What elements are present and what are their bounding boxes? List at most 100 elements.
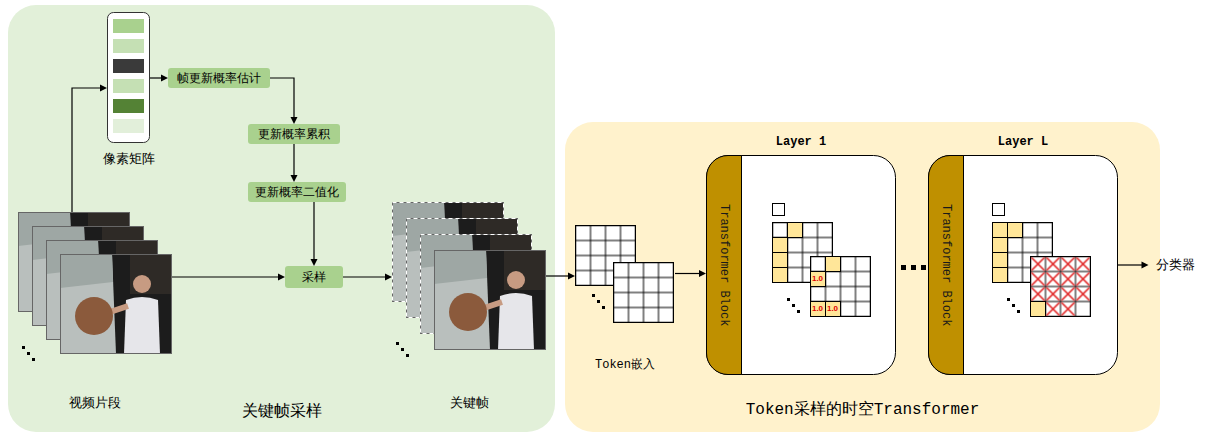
- arrow-connector: [311, 202, 318, 266]
- layer-one-figure: [707, 156, 896, 375]
- more-dot: [396, 342, 399, 345]
- pixel-matrix-border: [108, 13, 150, 143]
- pixel-matrix-figure: [108, 13, 150, 143]
- arrowhead: [1142, 262, 1149, 269]
- more-dot: [792, 304, 795, 307]
- node-label: Layer 1: [776, 135, 826, 149]
- arrowhead: [568, 273, 575, 280]
- node-label: 分类器: [1156, 257, 1195, 273]
- grid-cells: [614, 263, 674, 323]
- node-label: Transformer Block: [717, 204, 731, 326]
- transformer-panel: Token采样的时空Transformer Token嵌入 Layer 1 Trans…: [565, 122, 1160, 432]
- layer-gap-ellipsis: [901, 265, 926, 270]
- ellipsis-dot: [901, 265, 906, 270]
- kept-cell: [993, 268, 1008, 283]
- kept-cell: [993, 238, 1008, 253]
- process-box: 帧更新概率估计: [168, 68, 270, 88]
- kept-cell: [1008, 223, 1023, 238]
- node-label: 像素矩阵: [103, 151, 155, 167]
- pixel-bar: [113, 19, 144, 33]
- sampling-panel-ground: [8, 5, 555, 432]
- process-label: 帧更新概率估计: [177, 71, 261, 85]
- cell-value-box: 1.0: [811, 302, 824, 315]
- kept-cell: [811, 302, 826, 317]
- more-dot: [592, 294, 595, 297]
- kept-cell: [993, 223, 1008, 238]
- node-label: Transformer Block: [939, 204, 953, 326]
- connector-line: [270, 78, 294, 118]
- keyframe-stack: 关键帧: [392, 202, 546, 350]
- arrowhead: [291, 175, 298, 182]
- more-dot: [32, 358, 35, 361]
- pixel-bar: [113, 39, 144, 53]
- node-label: Token采样的时空Transformer: [746, 401, 980, 420]
- connector-line: [675, 273, 700, 274]
- more-dot: [597, 300, 600, 303]
- arrow-connector: [72, 85, 107, 213]
- arrow-connector: [150, 75, 168, 82]
- arrowhead: [161, 75, 168, 82]
- process-label: 更新概率累积: [258, 127, 330, 141]
- pixel-bar: [113, 79, 144, 93]
- node-label: Layer L: [998, 135, 1048, 149]
- more-dot: [602, 306, 605, 309]
- classifier-label: 分类器: [1149, 255, 1202, 275]
- kept-cell: [773, 253, 788, 268]
- token-grid: [811, 257, 871, 317]
- arrow-connector: [270, 78, 298, 124]
- more-dot: [27, 352, 30, 355]
- connector-line: [293, 144, 294, 176]
- keyframe: [434, 250, 546, 350]
- connector-line: [172, 276, 279, 277]
- pixel-bar: [113, 99, 144, 113]
- token-grid: [614, 263, 674, 323]
- arrowhead: [385, 274, 392, 281]
- process-label: 采样: [302, 270, 326, 284]
- cls-token: [993, 204, 1005, 216]
- connector-line: [72, 88, 101, 212]
- process-box: 采样: [285, 266, 343, 288]
- connector-line: [150, 77, 162, 78]
- ellipsis-dot: [921, 265, 926, 270]
- grid-border: [614, 263, 674, 323]
- process-box: 更新概率二值化: [248, 182, 346, 202]
- node-label: 视频片段: [69, 395, 121, 411]
- cell-value: 1.0: [827, 305, 838, 313]
- transformer-block: Transformer Block: [706, 155, 742, 375]
- arrow-connector: [172, 274, 285, 281]
- transformer-panel-ground: [565, 122, 1160, 432]
- transformer-block: Transformer Block: [928, 155, 964, 375]
- node-label: 关键帧: [450, 395, 489, 411]
- ellipsis-dot: [911, 265, 916, 270]
- cell-value-box: 1.0: [811, 272, 824, 285]
- arrow-connector: [546, 273, 575, 280]
- layer-box: [929, 156, 1118, 375]
- token-grid: [1031, 257, 1091, 317]
- arrowhead: [311, 259, 318, 266]
- more-dot: [787, 298, 790, 301]
- video-frames: [18, 212, 172, 361]
- connector-line: [313, 202, 314, 260]
- cls-token: [773, 204, 785, 216]
- token-embedding: Token嵌入: [575, 225, 675, 322]
- arrow-connector: [675, 270, 706, 277]
- grid-border: [1031, 257, 1091, 317]
- connector-line: [1118, 264, 1143, 265]
- connector-line: [546, 275, 569, 276]
- arrowhead: [291, 117, 298, 124]
- video-clip: 视频片段: [18, 212, 172, 354]
- arrowhead: [100, 85, 107, 92]
- kept-cell: [773, 268, 788, 283]
- video-frame: [60, 254, 172, 354]
- grid-cells: [1031, 257, 1091, 317]
- cell-value: 1.0: [812, 305, 823, 313]
- more-dot: [1012, 304, 1015, 307]
- cell-value: 1.0: [812, 275, 823, 283]
- kept-cell: [826, 257, 841, 272]
- arrow-connector: [291, 144, 298, 182]
- more-dot: [406, 354, 409, 357]
- more-dot: [797, 310, 800, 313]
- dropped-cells: [1046, 302, 1076, 317]
- layer-box: [707, 156, 896, 375]
